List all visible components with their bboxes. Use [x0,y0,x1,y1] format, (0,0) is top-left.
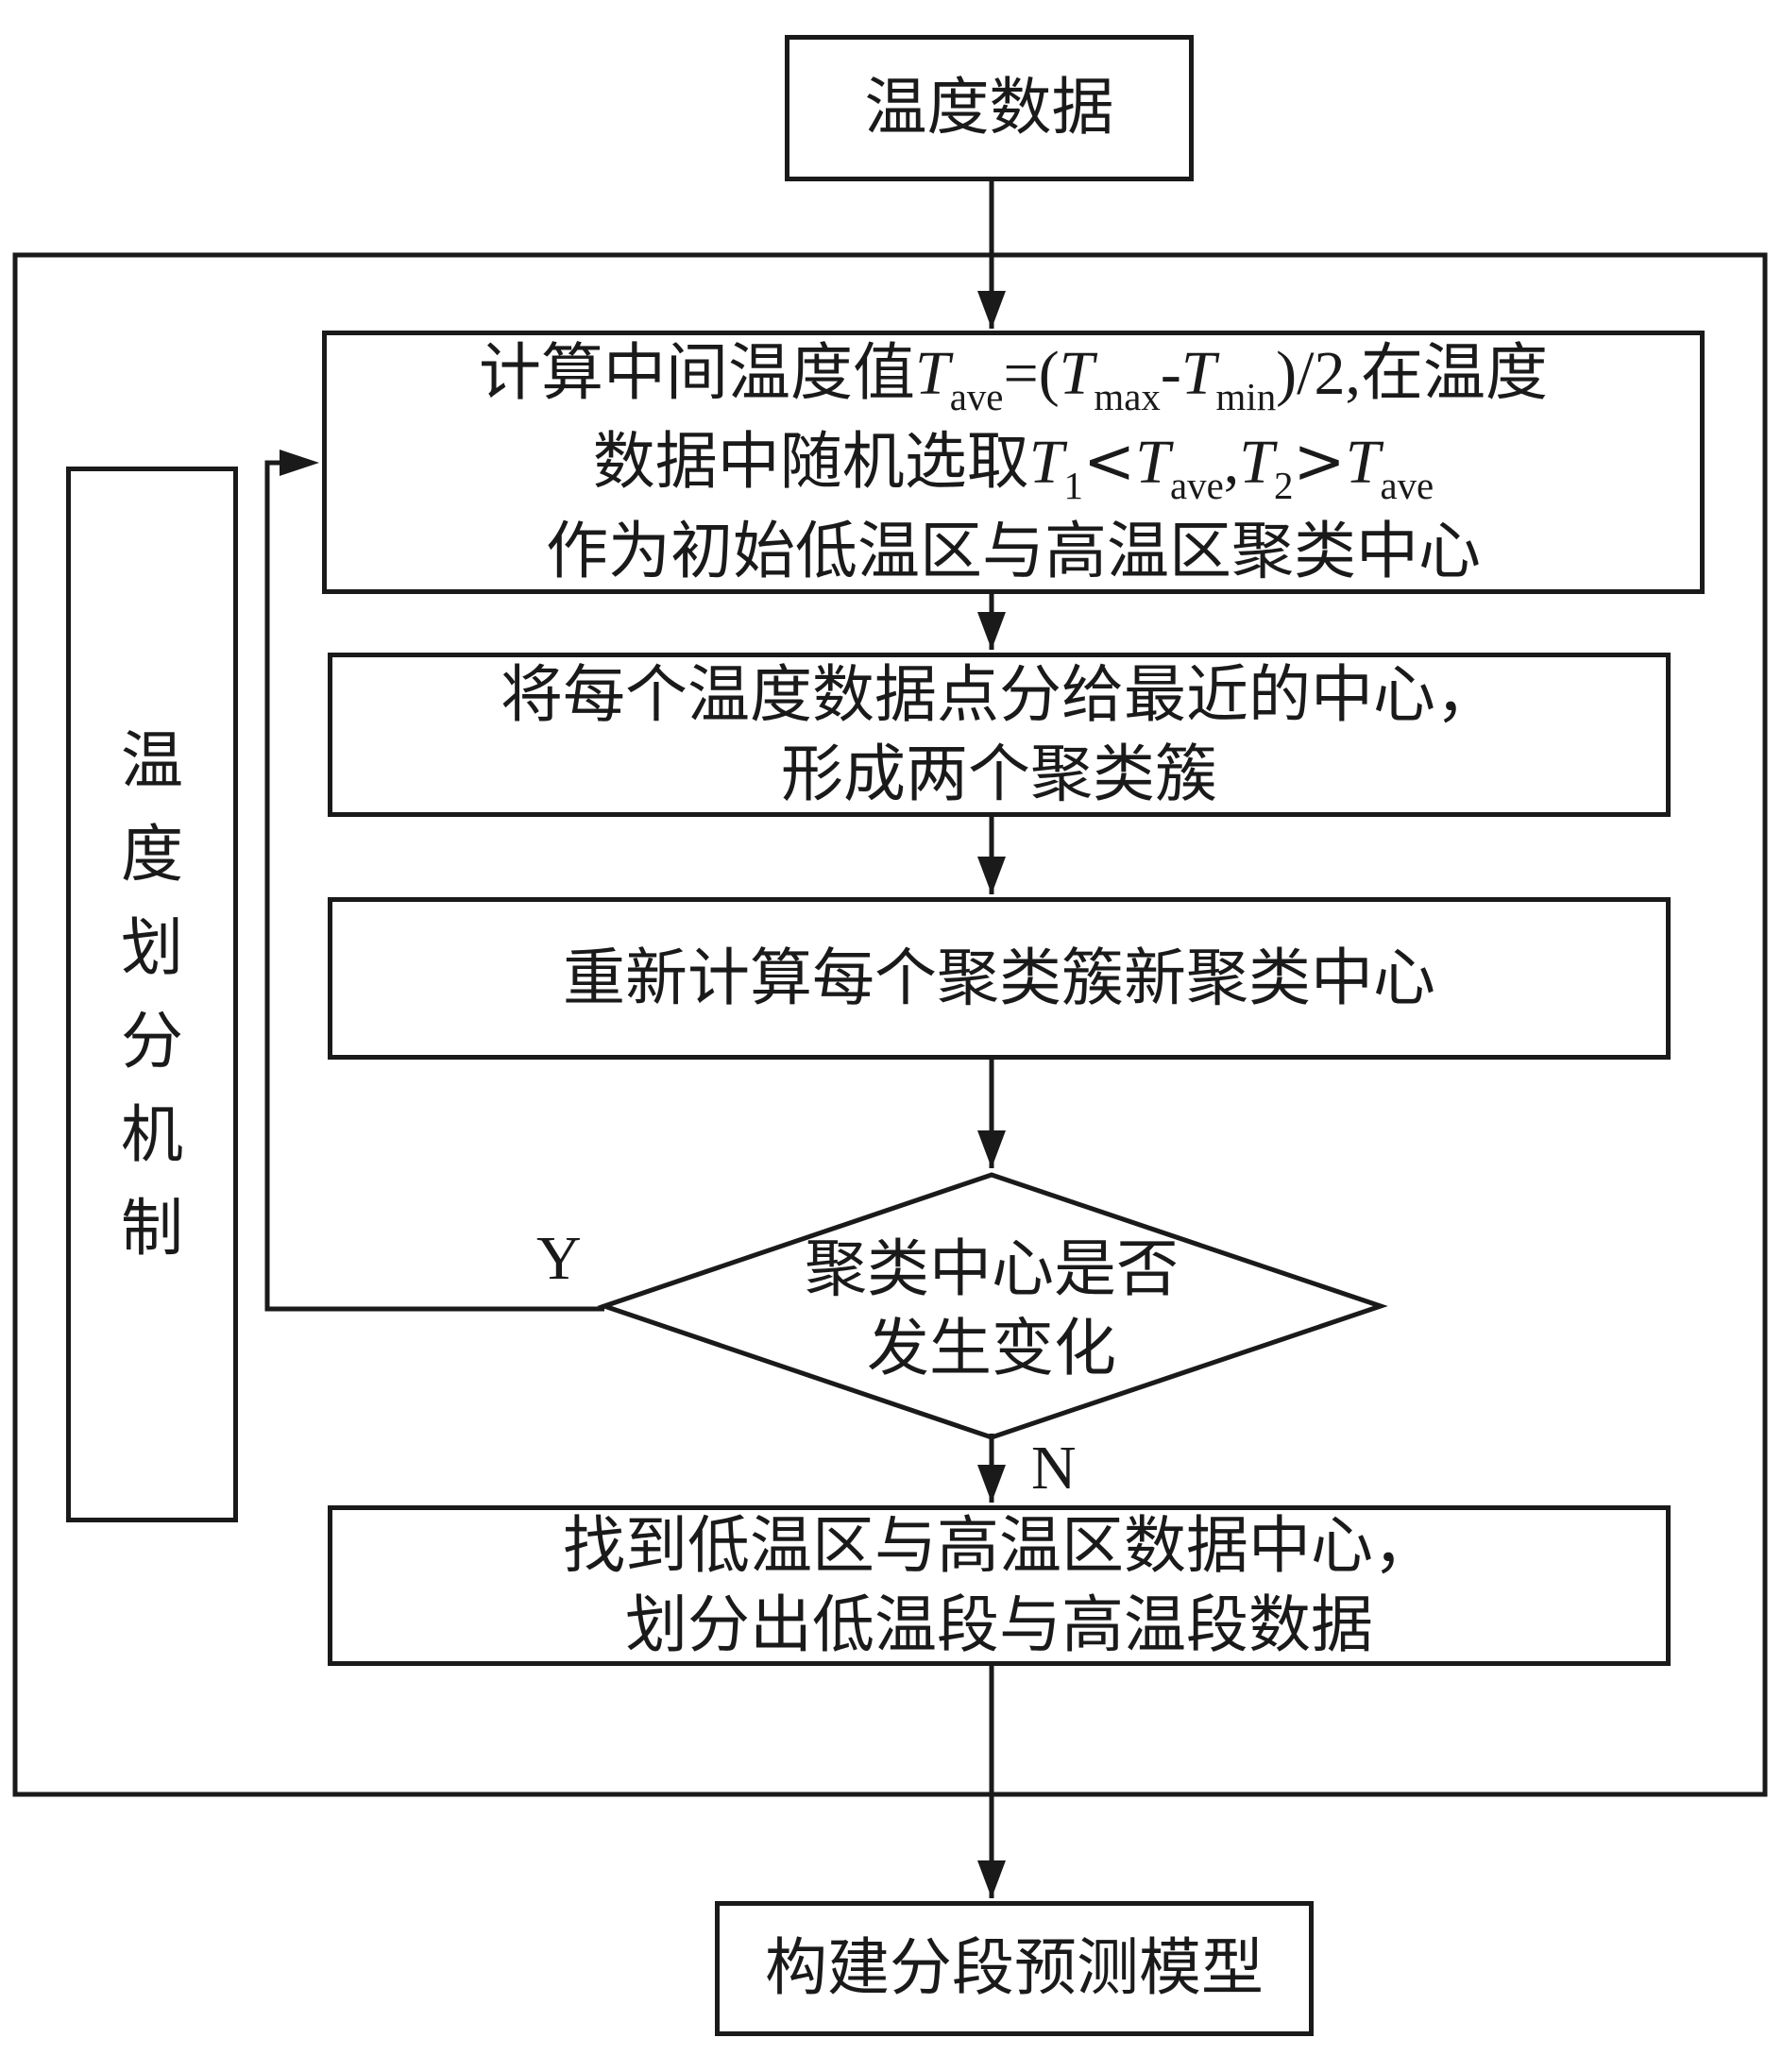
step4-node: 找到低温区与高温区数据中心， 划分出低温段与高温段数据 [328,1505,1671,1666]
decision-line1: 聚类中心是否 [805,1232,1179,1305]
outer-frame [12,252,1768,1797]
edge-label-yes: Y [536,1224,582,1293]
step4-line2: 划分出低温段与高温段数据 [625,1588,1373,1661]
edge-label-no: N [1031,1434,1077,1503]
greater-than-sign: > [1293,425,1346,499]
comma: , [1223,428,1240,498]
side-label-box: 温度划分机制 [66,467,238,1522]
symbol-t-ave: T [914,338,950,408]
decision-diamond [597,1172,1388,1440]
symbol-t2: T [1239,428,1274,498]
subscript-1: 1 [1063,465,1083,508]
subscript-min: min [1215,375,1277,418]
step2-node: 将每个温度数据点分给最近的中心， 形成两个聚类簇 [328,653,1671,817]
decision-label: 聚类中心是否 发生变化 [746,1230,1237,1388]
subscript-max: max [1094,375,1161,418]
arrowhead-step3 [977,857,1006,894]
start-node: 温度数据 [785,35,1194,181]
arrowhead-step4 [977,1465,1006,1503]
arrowhead-loop [280,450,319,476]
step1-line3: 作为初始低温区与高温区聚类中心 [546,514,1481,587]
step2-line2: 形成两个聚类簇 [781,738,1217,810]
minus-sign: - [1160,338,1181,408]
start-node-label: 温度数据 [864,71,1114,144]
end-node-label: 构建分段预测模型 [765,1931,1264,2005]
arrowhead-decision [977,1130,1006,1168]
arrowhead-end [977,1860,1006,1898]
symbol-t-ave-2: T [1135,428,1170,498]
step1-node: 计算中间温度值Tave=(Tmax-Tmin)/2,在温度 数据中随机选取T1<… [322,331,1705,594]
subscript-ave-3: ave [1380,465,1434,508]
step2-line1: 将每个温度数据点分给最近的中心， [501,657,1498,731]
arrowhead-step1 [977,291,1006,329]
arrowhead-step2 [977,612,1006,650]
symbol-t-ave-3: T [1345,428,1381,498]
step1-line1-suffix: 在温度 [1361,335,1548,409]
symbol-t-min: T [1180,338,1216,408]
subscript-ave-2: ave [1169,465,1224,508]
end-node: 构建分段预测模型 [715,1901,1314,2036]
decision-line2: 发生变化 [867,1311,1116,1384]
step1-line1: 计算中间温度值Tave=(Tmax-Tmin)/2,在温度 [479,333,1548,423]
step3-node: 重新计算每个聚类簇新聚类中心 [328,897,1671,1060]
step4-line1: 找到低温区与高温区数据中心， [563,1508,1435,1582]
less-than-sign: < [1082,425,1136,499]
step1-line2-prefix: 数据中随机选取 [592,425,1029,499]
side-label: 温度划分机制 [121,724,183,1265]
step1-line1-mid: )/2, [1276,338,1361,408]
equals-open: =( [1003,338,1060,408]
symbol-t-max: T [1059,338,1095,408]
step1-line2: 数据中随机选取T1<Tave,T2>Tave [593,422,1434,512]
step1-line1-prefix: 计算中间温度值 [478,335,915,409]
step3-label: 重新计算每个聚类簇新聚类中心 [563,941,1435,1014]
subscript-2: 2 [1273,465,1294,508]
subscript-ave: ave [949,375,1004,418]
symbol-t1: T [1028,428,1064,498]
